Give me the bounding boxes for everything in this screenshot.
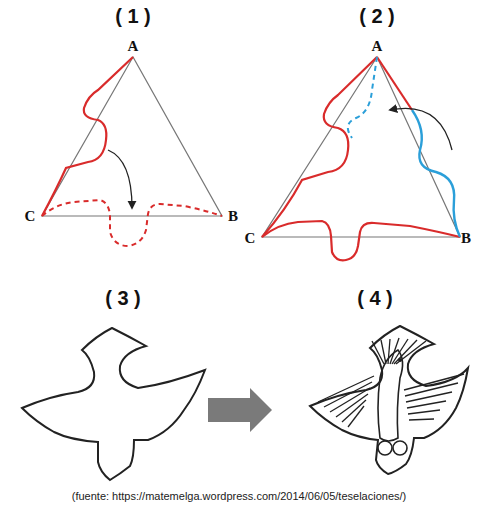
panel-number: ( 3 )	[105, 287, 141, 310]
vertex-label: C	[245, 230, 256, 247]
vertex-label: A	[128, 38, 139, 55]
vertex-label: C	[25, 208, 36, 225]
panel-number: ( 4 )	[357, 287, 393, 310]
vertex-label: A	[372, 38, 383, 55]
panel-one	[42, 57, 222, 246]
bird-outline	[22, 328, 205, 480]
panel-two	[262, 57, 460, 260]
vertex-label: B	[461, 230, 471, 247]
vertex-label: B	[228, 208, 238, 225]
transform-arrow	[208, 388, 272, 432]
panel-number: ( 1 )	[115, 5, 151, 28]
source-caption: (fuente: https://matemelga.wordpress.com…	[72, 490, 406, 502]
decorated-bird	[310, 326, 468, 474]
panel-number: ( 2 )	[359, 5, 395, 28]
